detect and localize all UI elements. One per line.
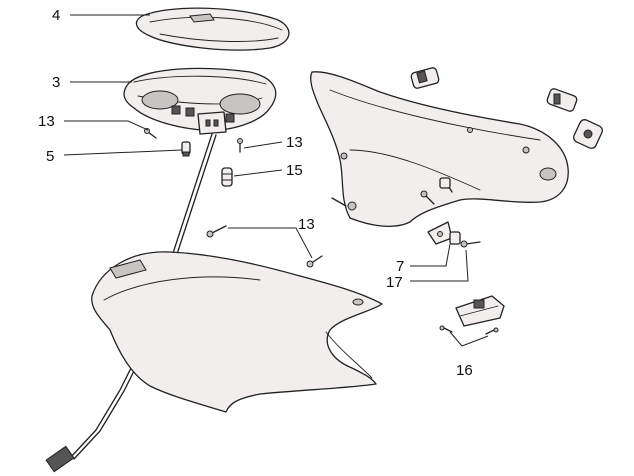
screw-17 <box>460 240 481 248</box>
screw-13c-1 <box>206 225 227 238</box>
leader-lines <box>63 14 489 347</box>
switch-top-right <box>546 88 578 112</box>
front-handlebar-cover <box>91 251 383 413</box>
callout-4: 4 <box>52 7 60 24</box>
screw-13c-2 <box>306 255 323 268</box>
switch-right <box>573 119 603 149</box>
bracket-7 <box>427 221 453 245</box>
callout-16: 16 <box>456 362 473 379</box>
screw-16a <box>439 325 453 333</box>
instrument-cover-lens <box>135 7 290 51</box>
switch-16 <box>455 295 505 327</box>
switch-left <box>410 67 440 89</box>
callout-13-top: 13 <box>38 113 55 130</box>
callout-5: 5 <box>46 148 54 165</box>
clip-7 <box>449 231 461 245</box>
bulb-5 <box>181 141 191 157</box>
callout-7: 7 <box>396 258 404 275</box>
rear-handlebar-cover <box>310 71 569 228</box>
bulb-holder-15 <box>221 167 233 187</box>
screw-16b <box>485 327 499 335</box>
instrument-cluster <box>123 67 277 135</box>
callout-labels: 4 3 13 5 13 15 13 7 17 16 <box>38 7 473 379</box>
callout-17: 17 <box>386 274 403 291</box>
screw-rear-1 <box>331 197 357 211</box>
screw-rear-3 <box>439 177 453 193</box>
screw-rear-2 <box>420 190 435 205</box>
callout-13-lower: 13 <box>298 216 315 233</box>
callout-3: 3 <box>52 74 60 91</box>
callout-13-mid: 13 <box>286 134 303 151</box>
screw-13a <box>144 128 157 139</box>
callout-15: 15 <box>286 162 303 179</box>
screw-13b <box>237 138 243 153</box>
